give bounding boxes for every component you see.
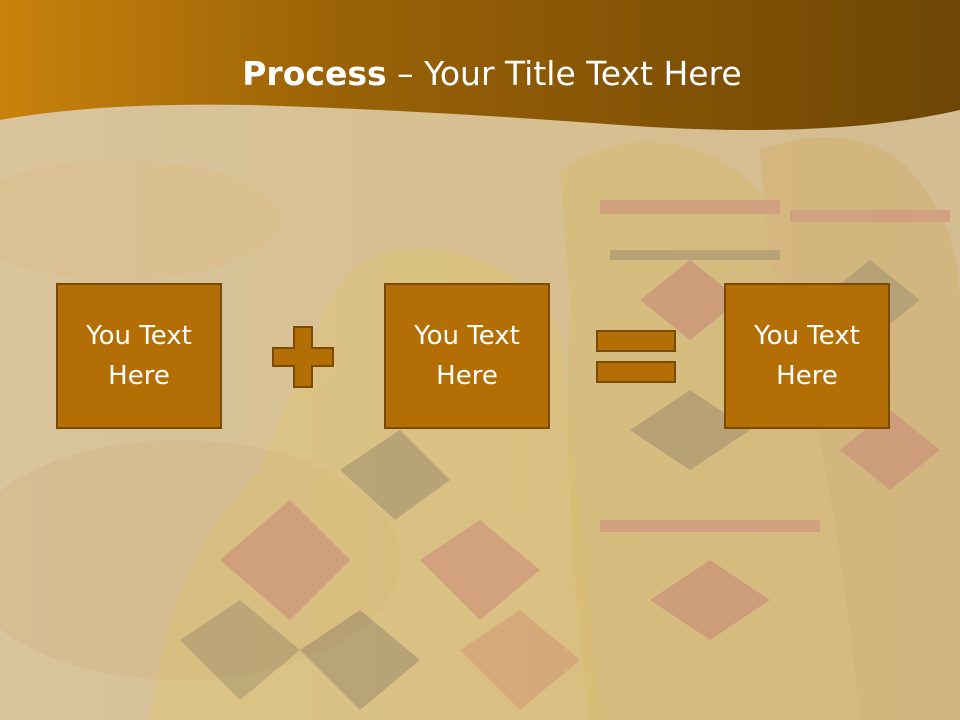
process-box-label: You Text Here <box>86 321 192 391</box>
header-band <box>0 0 960 130</box>
process-box-2[interactable]: You Text Here <box>384 283 550 429</box>
slide-title: Process – Your Title Text Here <box>0 52 960 96</box>
plus-icon <box>272 326 334 388</box>
process-box-label: You Text Here <box>754 321 860 391</box>
title-rest: – Your Title Text Here <box>386 54 742 93</box>
process-box-label: You Text Here <box>414 321 520 391</box>
equals-icon <box>596 330 676 383</box>
process-box-3[interactable]: You Text Here <box>724 283 890 429</box>
process-box-1[interactable]: You Text Here <box>56 283 222 429</box>
title-bold: Process <box>242 54 387 93</box>
